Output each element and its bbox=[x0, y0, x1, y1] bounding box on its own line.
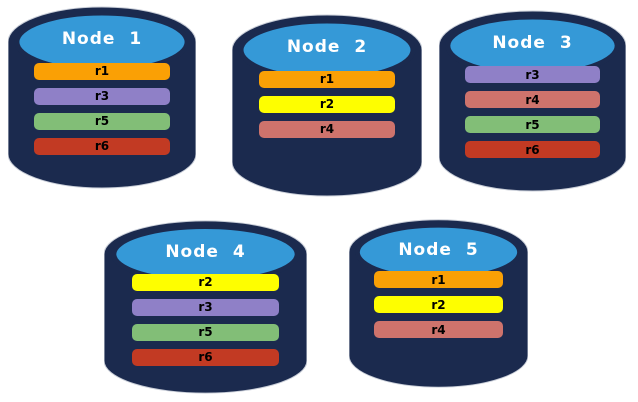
replica-bar-r3: r3 bbox=[465, 66, 600, 84]
replica-bar-r5: r5 bbox=[465, 116, 600, 134]
replica-bar-r1: r1 bbox=[374, 271, 503, 289]
replica-bar-r5: r5 bbox=[132, 323, 279, 341]
replica-bar-r1: r1 bbox=[34, 62, 170, 80]
replica-bar-r1: r1 bbox=[258, 70, 396, 88]
replica-bar-r3: r3 bbox=[34, 87, 170, 105]
replica-bar-r4: r4 bbox=[258, 120, 396, 138]
replica-bar-r2: r2 bbox=[132, 273, 279, 291]
replica-bar-r4: r4 bbox=[374, 321, 503, 339]
replica-bar-r5: r5 bbox=[34, 112, 170, 130]
replica-list: r1 r2 r4 bbox=[374, 271, 503, 339]
replica-list: r2 r3 r5 r6 bbox=[132, 273, 279, 366]
replica-bar-r4: r4 bbox=[465, 91, 600, 109]
replica-bar-r6: r6 bbox=[465, 141, 600, 159]
replica-list: r1 r2 r4 bbox=[258, 70, 396, 138]
replica-bar-r3: r3 bbox=[132, 298, 279, 316]
replica-bar-r6: r6 bbox=[132, 348, 279, 366]
replica-bar-r2: r2 bbox=[374, 296, 503, 314]
replica-list: r1 r3 r5 r6 bbox=[34, 62, 170, 155]
replica-bar-r2: r2 bbox=[258, 95, 396, 113]
replica-bar-r6: r6 bbox=[34, 137, 170, 155]
replica-list: r3 r4 r5 r6 bbox=[465, 66, 600, 159]
